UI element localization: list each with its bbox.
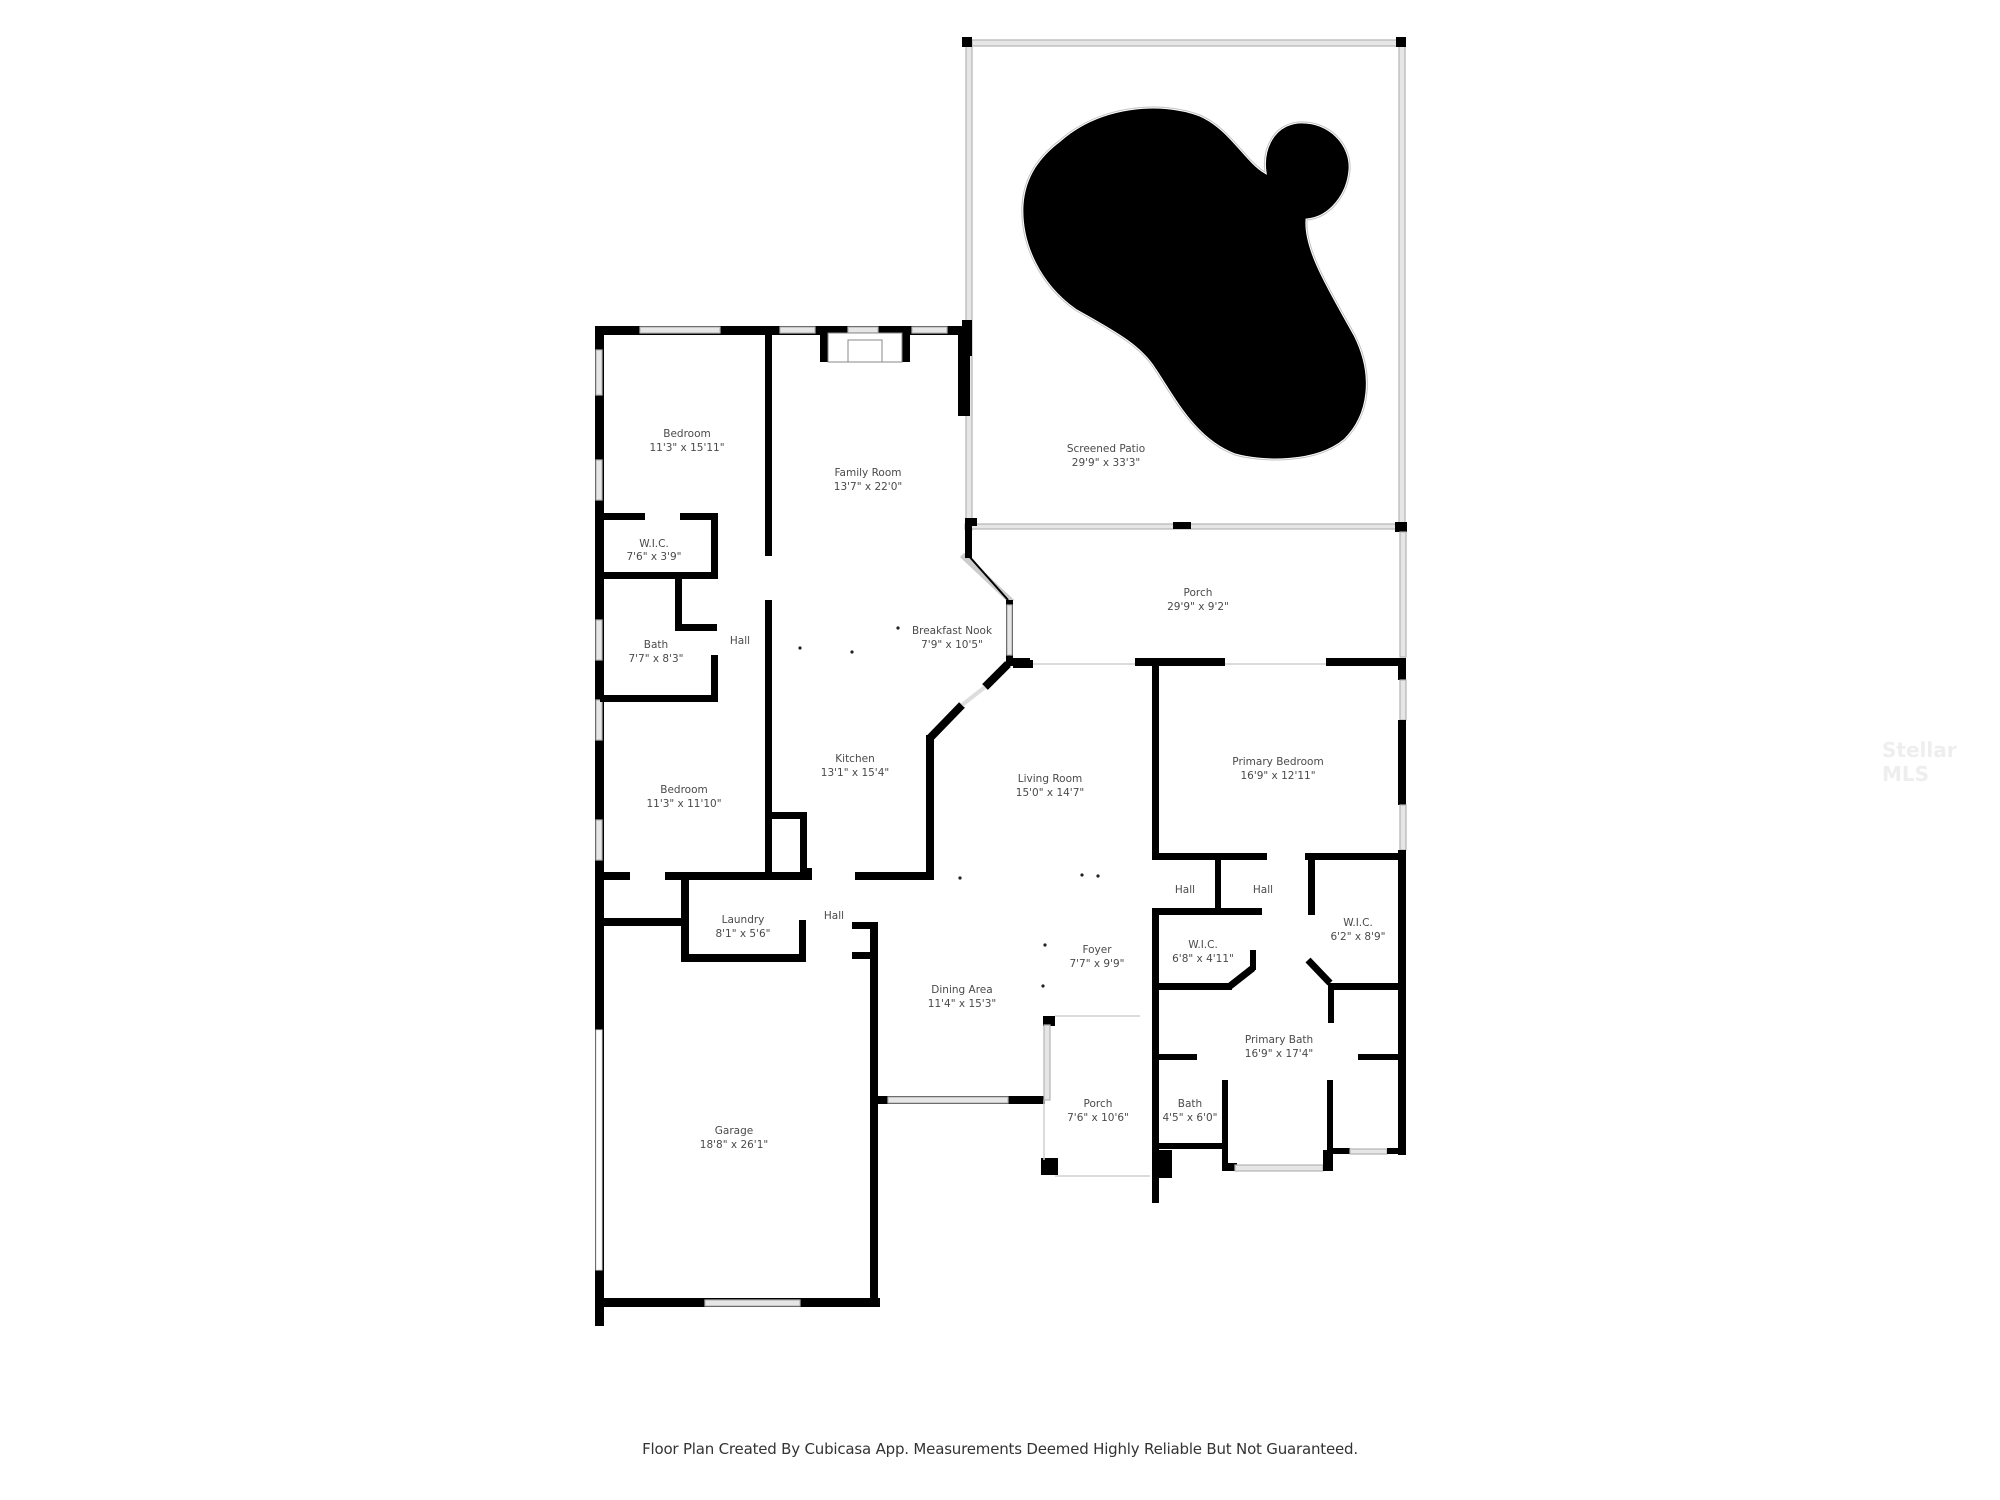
room-dims-foyer: 7'7" x 9'9" (1069, 958, 1124, 970)
room-labels: Bedroom 11'3" x 15'11" Family Room 13'7"… (626, 428, 1385, 1151)
room-name-foyer: Foyer (1082, 944, 1112, 956)
room-dims-kitchen: 13'1" x 15'4" (821, 767, 889, 779)
dimension-dots (798, 626, 1100, 988)
room-name-porch-rear: Porch (1184, 587, 1213, 599)
room-name-laundry: Laundry (722, 914, 765, 926)
room-dims-dining-area: 11'4" x 15'3" (928, 998, 996, 1010)
room-dims-living-room: 15'0" x 14'7" (1016, 787, 1084, 799)
room-name-porch-front: Porch (1084, 1098, 1113, 1110)
room-name-breakfast-nook: Breakfast Nook (912, 625, 993, 637)
room-dims-primary-bath: 16'9" x 17'4" (1245, 1048, 1313, 1060)
room-dims-breakfast-nook: 7'9" x 10'5" (921, 639, 983, 651)
room-dims-porch-rear: 29'9" x 9'2" (1167, 601, 1229, 613)
room-dims-wic-1: 7'6" x 3'9" (626, 551, 681, 563)
room-name-garage: Garage (715, 1125, 753, 1137)
room-name-dining-area: Dining Area (931, 984, 992, 996)
room-name-hall-4: Hall (1253, 884, 1273, 896)
room-name-hall-3: Hall (1175, 884, 1195, 896)
room-name-bath-1: Bath (644, 639, 668, 651)
room-dims-bedroom-2: 11'3" x 15'11" (649, 442, 724, 454)
room-name-wic-2: W.I.C. (1188, 939, 1218, 951)
room-dims-family-room: 13'7" x 22'0" (834, 481, 902, 493)
room-name-screened-patio: Screened Patio (1067, 443, 1145, 455)
room-dims-wic-2: 6'8" x 4'11" (1172, 953, 1234, 965)
watermark: Stellar MLS (1882, 738, 1957, 786)
room-dims-screened-patio: 29'9" x 33'3" (1072, 457, 1140, 469)
room-dims-wic-3: 6'2" x 8'9" (1330, 931, 1385, 943)
room-name-bath-2: Bath (1178, 1098, 1202, 1110)
room-name-family-room: Family Room (834, 467, 901, 479)
room-name-wic-1: W.I.C. (639, 538, 669, 550)
room-name-bedroom-3: Bedroom (660, 784, 708, 796)
room-name-wic-3: W.I.C. (1343, 917, 1373, 929)
room-dims-bedroom-3: 11'3" x 11'10" (646, 798, 721, 810)
walls (595, 326, 1407, 1326)
pool-shape (1020, 105, 1369, 462)
room-dims-bath-2: 4'5" x 6'0" (1162, 1112, 1217, 1124)
room-dims-porch-front: 7'6" x 10'6" (1067, 1112, 1129, 1124)
room-name-bedroom-2: Bedroom (663, 428, 711, 440)
room-dims-bath-1: 7'7" x 8'3" (628, 653, 683, 665)
room-name-hall-1: Hall (730, 635, 750, 647)
room-name-primary-bedroom: Primary Bedroom (1232, 756, 1323, 768)
room-name-living-room: Living Room (1018, 773, 1082, 785)
room-name-hall-2: Hall (824, 910, 844, 922)
room-dims-laundry: 8'1" x 5'6" (715, 928, 770, 940)
room-dims-garage: 18'8" x 26'1" (700, 1139, 768, 1151)
room-name-kitchen: Kitchen (835, 753, 874, 765)
room-dims-primary-bedroom: 16'9" x 12'11" (1240, 770, 1315, 782)
footer-disclaimer: Floor Plan Created By Cubicasa App. Meas… (642, 1440, 1358, 1458)
room-name-primary-bath: Primary Bath (1245, 1034, 1313, 1046)
